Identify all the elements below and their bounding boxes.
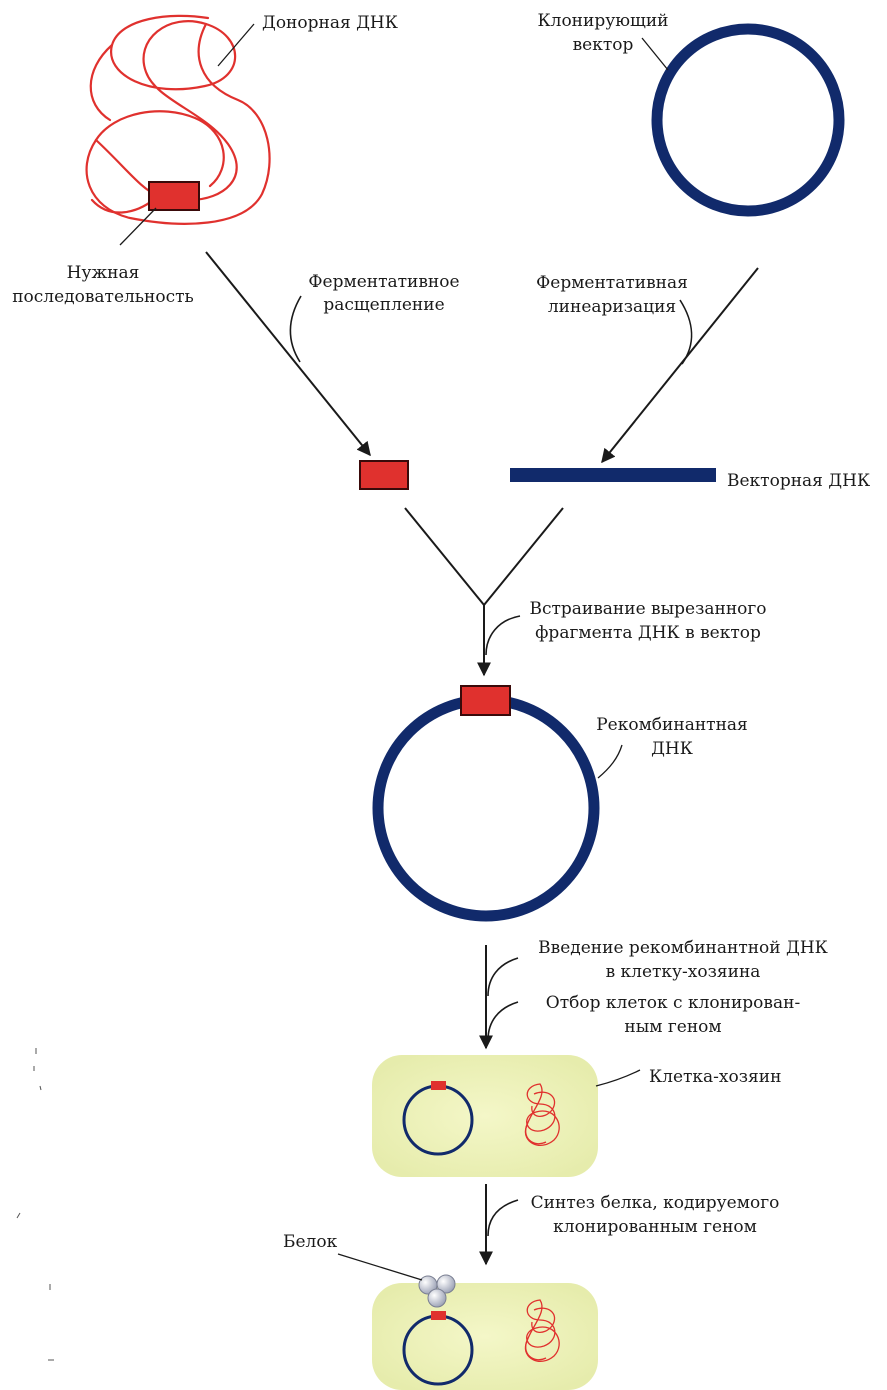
label-donor-dna: Донорная ДНК (262, 13, 398, 33)
cloning-vector-leader (641, 37, 669, 71)
label-vector-dna: Векторная ДНК (727, 471, 870, 491)
recombinant-insert (460, 685, 511, 716)
needed-seq-leader (119, 207, 157, 246)
label-recombinant-1: Рекомбинантная (596, 715, 748, 735)
label-enzymatic-cleavage-1: Ферментативное (308, 272, 459, 292)
synthesis-curve (487, 1199, 519, 1237)
label-cloning-vector-2: вектор (573, 35, 634, 55)
label-introduction-1: Введение рекомбинантной ДНК (538, 938, 828, 958)
label-enzymatic-linearization-1: Ферментативная (536, 273, 688, 293)
host-cell-2-insert (431, 1311, 446, 1320)
label-recombinant-2: ДНК (651, 739, 693, 759)
linearization-curve (679, 299, 693, 365)
host-cell-1 (372, 1055, 598, 1177)
label-insertion-1: Встраивание вырезанного (529, 599, 766, 619)
label-enzymatic-linearization-2: линеаризация (548, 297, 676, 317)
converge-right (483, 507, 564, 606)
insertion-curve (485, 615, 521, 656)
label-needed-seq-1: Нужная (67, 263, 140, 283)
label-needed-seq-2: последовательность (12, 287, 194, 307)
donor-needed-sequence (148, 181, 200, 211)
recombinant-leader (597, 744, 623, 779)
scan-marks (16, 1048, 54, 1361)
host-cell-2 (372, 1274, 598, 1390)
cleavage-arrow (205, 251, 371, 457)
selection-curve (487, 1001, 519, 1041)
host-cell-1-chromosome (524, 1083, 560, 1146)
linear-vector-dna (510, 468, 716, 482)
introduction-curve (487, 957, 519, 997)
host-cell-1-insert (431, 1081, 446, 1090)
converge-left (404, 507, 485, 606)
cloning-vector-ring (651, 23, 845, 217)
label-synthesis-2: клонированным геном (553, 1217, 757, 1237)
label-insertion-2: фрагмента ДНК в вектор (535, 623, 761, 643)
donor-dna-leader (217, 23, 255, 67)
dna-fragment (359, 460, 409, 490)
label-enzymatic-cleavage-2: расщепление (323, 295, 444, 315)
label-selection-1: Отбор клеток с клонирован- (546, 993, 800, 1013)
recombinant-dna-ring (372, 694, 600, 922)
cleavage-curve (289, 295, 302, 363)
label-cloning-vector-1: Клонирующий (537, 11, 668, 31)
host-cell-2-chromosome (524, 1299, 560, 1362)
host-cell-leader (595, 1069, 641, 1087)
label-protein: Белок (283, 1232, 338, 1252)
label-host-cell: Клетка-хозяин (649, 1067, 781, 1087)
protein-cluster (418, 1274, 456, 1308)
label-synthesis-1: Синтез белка, кодируемого (531, 1193, 780, 1213)
protein-leader (337, 1253, 423, 1281)
label-introduction-2: в клетку-хозяина (606, 962, 761, 982)
label-selection-2: ным геном (624, 1017, 721, 1037)
linearization-arrow (601, 267, 759, 464)
